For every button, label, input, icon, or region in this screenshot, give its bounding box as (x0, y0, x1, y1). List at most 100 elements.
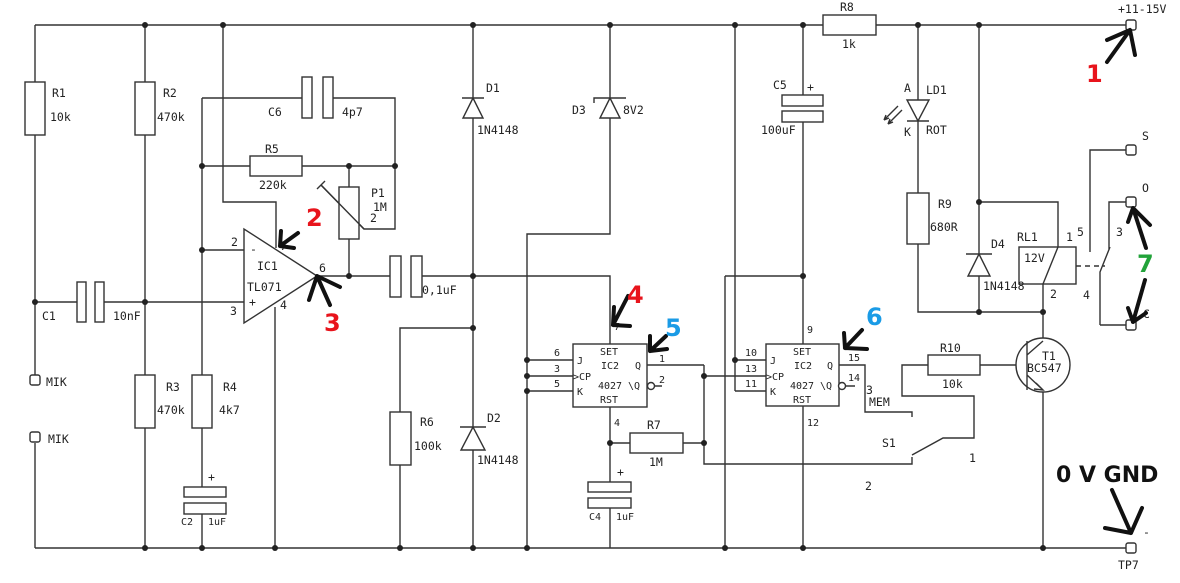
resistor-r8 (822, 14, 877, 36)
c6-ref: C6 (268, 105, 282, 119)
d4-value: 1N4148 (983, 279, 1025, 293)
opamp-ic1 (243, 227, 319, 325)
r10-value: 10k (942, 377, 963, 391)
rl1-pin-5: 5 (1077, 225, 1084, 239)
relay-s-label: S (1142, 129, 1149, 143)
ic2a-k: K (577, 387, 583, 398)
inverted-output-bubble (646, 381, 656, 391)
ground-terminal-label: TP7 (1118, 558, 1139, 572)
annotation-1: 1 (1086, 60, 1103, 88)
ld1-anode: A (904, 81, 911, 95)
r6-value: 100k (414, 439, 442, 453)
r5-value: 220k (259, 178, 287, 192)
ic2a-rst: RST (600, 395, 618, 406)
ic2b-set: SET (793, 347, 811, 358)
resistor-r9 (906, 192, 930, 245)
c4-value: 1uF (616, 512, 634, 523)
ic1-pin-inv: 2 (231, 235, 238, 249)
capacitor-c6 (301, 76, 334, 119)
terminal-relay-s[interactable] (1125, 144, 1137, 156)
diode-d2 (459, 425, 487, 451)
c5-ref: C5 (773, 78, 787, 92)
ic2a-pin-q: 1 (659, 354, 665, 365)
s1-pin-1: 1 (969, 451, 976, 465)
ic2b-value: 4027 (790, 381, 814, 392)
ground-sign: - (1143, 525, 1150, 539)
ic1-pin-vee: 4 (280, 298, 287, 312)
potentiometer-wiper (320, 184, 365, 230)
c2-value: 1uF (208, 517, 226, 528)
rl1-ref: RL1 (1017, 230, 1038, 244)
p1-pin: 2 (370, 211, 377, 225)
r1-value: 10k (50, 110, 71, 124)
resistor-r1 (24, 81, 46, 136)
component-labels: R1 10k R2 470k R3 470k R4 4k7 R5 220k R6… (42, 0, 1167, 572)
ic2a-set: SET (600, 347, 618, 358)
ic2a-value: 4027 (598, 381, 622, 392)
annotation-3: 3 (324, 309, 341, 337)
ic2b-pin-rst: 12 (807, 418, 819, 429)
zener-diode-d3 (593, 96, 626, 119)
ic2b-cp: >CP (766, 372, 784, 383)
terminal-mic-2[interactable] (29, 431, 41, 443)
resistor-r4 (191, 374, 213, 429)
r9-value: 680R (930, 220, 958, 234)
ic2a-pin-rst: 4 (614, 418, 620, 429)
ic2b-pin-set: 9 (807, 325, 813, 336)
ic2a-j: J (577, 356, 583, 367)
terminal-relay-o[interactable] (1125, 196, 1137, 208)
c2-polarity: + (208, 470, 215, 484)
s1-mem: MEM (869, 395, 890, 409)
r5-ref: R5 (265, 142, 279, 156)
ic2b-rst: RST (793, 395, 811, 406)
d3-ref: D3 (572, 103, 586, 117)
s1-ref: S1 (882, 436, 896, 450)
annotation-arrows (278, 28, 1152, 535)
diode-d4 (966, 252, 992, 277)
ic2b-q: Q (827, 361, 833, 372)
ic2b-nq: \Q (820, 381, 832, 392)
c1-ref: C1 (42, 309, 56, 323)
t1-value: BC547 (1027, 361, 1062, 375)
terminal-mic-1[interactable] (29, 374, 41, 386)
ic2a-nq: \Q (628, 381, 640, 392)
ld1-value: ROT (926, 123, 947, 137)
ground-label: 0 V GND (1056, 463, 1158, 488)
capacitor-c4 (587, 481, 632, 509)
capacitor-c3 (389, 255, 423, 298)
rl1-pin-3: 3 (1116, 225, 1123, 239)
r7-value: 1M (649, 455, 663, 469)
relay-coil-diagonal (1042, 246, 1059, 285)
ic1-ref: IC1 (257, 259, 278, 273)
capacitor-c5 (781, 94, 824, 123)
r2-ref: R2 (163, 86, 177, 100)
annotation-6: 6 (866, 303, 883, 331)
resistor-r7 (629, 432, 684, 454)
ic2a-pin-set: 7 (614, 322, 620, 333)
ic1-minus: - (250, 242, 257, 256)
r6-ref: R6 (420, 415, 434, 429)
relay-o-label: O (1142, 181, 1149, 195)
ic2a-cp: >CP (573, 372, 591, 383)
ic2a-pin-k: 5 (554, 379, 560, 390)
mic-2-label: MIK (48, 432, 69, 446)
r3-value: 470k (157, 403, 185, 417)
ic2a-ref: IC2 (601, 361, 619, 372)
ic2b-ref: IC2 (794, 361, 812, 372)
r8-value: 1k (842, 37, 856, 51)
annotation-5: 5 (665, 314, 682, 342)
ic2b-pin-cp: 13 (745, 364, 757, 375)
ld1-ref: LD1 (926, 83, 947, 97)
mic-1-label: MIK (46, 375, 67, 389)
c1-value: 10nF (113, 309, 141, 323)
terminal-ground-tp7[interactable] (1125, 542, 1137, 554)
resistor-r2 (134, 81, 156, 136)
ic1-pin-out: 6 (319, 261, 326, 275)
flipflop-ic2b (765, 343, 840, 407)
r3-ref: R3 (166, 380, 180, 394)
p1-value: 1M (373, 200, 387, 214)
ic2b-pin-nq: 14 (848, 373, 860, 384)
annotation-4: 4 (627, 281, 644, 309)
rl1-value: 12V (1024, 251, 1045, 265)
r8-ref: R8 (840, 0, 854, 14)
